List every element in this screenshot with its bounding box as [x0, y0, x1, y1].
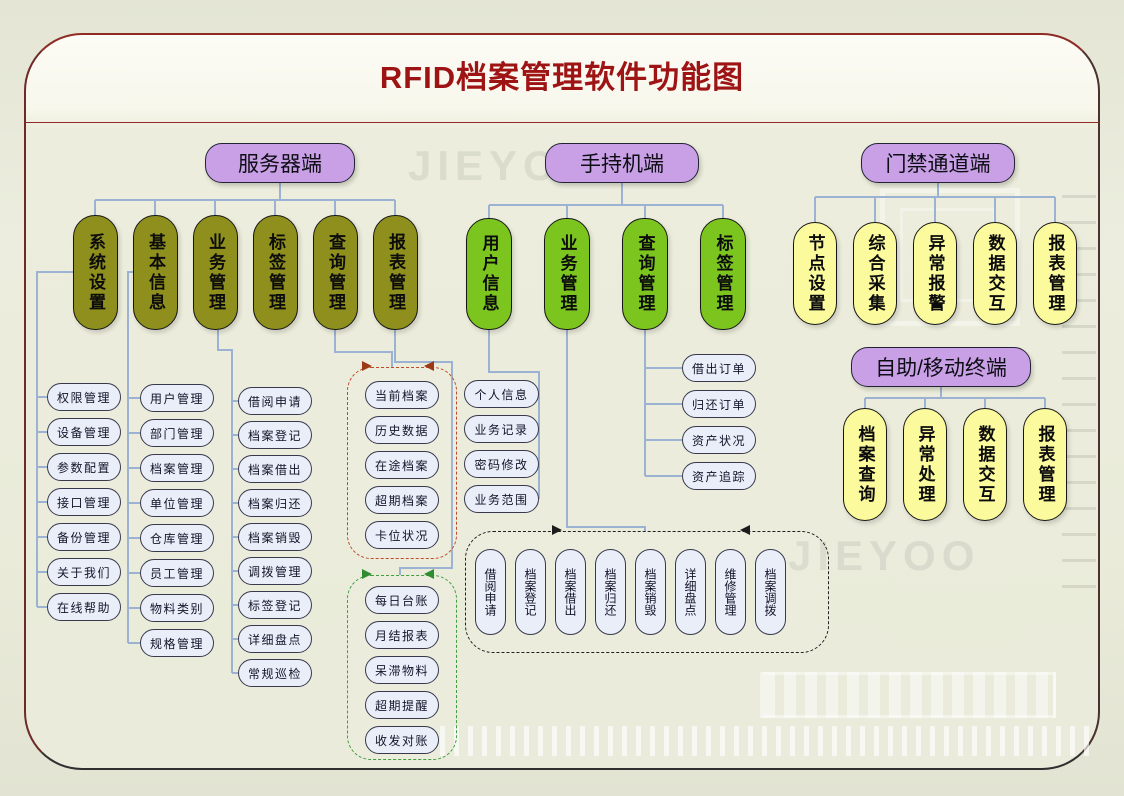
- leaf-node: 资产追踪: [682, 462, 756, 490]
- gate-head: 门禁通道端: [861, 143, 1015, 183]
- leaf-node: 资产状况: [682, 426, 756, 454]
- leaf-node: 历史数据: [365, 416, 439, 444]
- module-pill: 异常处理: [903, 408, 947, 521]
- leaf-node: 收发对账: [365, 726, 439, 754]
- leaf-node: 每日台账: [365, 586, 439, 614]
- module-pill: 业务管理: [544, 218, 590, 330]
- arrow-left-icon: [740, 525, 750, 535]
- module-pill: 用户信息: [466, 218, 512, 330]
- module-pill: 业务管理: [193, 215, 238, 330]
- server-modules: 系统设置 基本信息 业务管理 标签管理 查询管理 报表管理: [73, 215, 418, 330]
- system-settings-leaves: 权限管理 设备管理 参数配置 接口管理 备份管理 关于我们 在线帮助: [47, 383, 121, 621]
- leaf-node: 密码修改: [464, 450, 539, 478]
- handheld-business-group: 借阅申请 档案登记 档案借出 档案归还 档案销毁 详细盘点 维修管理 档案调拨: [465, 531, 829, 653]
- leaf-node: 详细盘点: [675, 549, 706, 635]
- leaf-node: 业务范围: [464, 485, 539, 513]
- leaf-node: 借阅申请: [475, 549, 506, 635]
- module-pill: 系统设置: [73, 215, 118, 330]
- module-pill: 数据交互: [973, 222, 1017, 325]
- leaf-node: 关于我们: [47, 558, 121, 586]
- leaf-node: 档案登记: [515, 549, 546, 635]
- leaf-node: 档案调拨: [755, 549, 786, 635]
- header-divider: [25, 122, 1099, 123]
- leaf-node: 常规巡检: [238, 659, 312, 687]
- leaf-node: 借阅申请: [238, 387, 312, 415]
- leaf-node: 档案归还: [595, 549, 626, 635]
- leaf-node: 业务记录: [464, 415, 539, 443]
- leaf-node: 员工管理: [140, 559, 214, 587]
- leaf-node: 仓库管理: [140, 524, 214, 552]
- leaf-node: 档案借出: [238, 455, 312, 483]
- leaf-node: 备份管理: [47, 523, 121, 551]
- page-title: RFID档案管理软件功能图: [379, 60, 745, 95]
- handheld-head: 手持机端: [545, 143, 699, 183]
- server-query-group: 当前档案 历史数据 在途档案 超期档案 卡位状况: [347, 367, 457, 559]
- leaf-node: 用户管理: [140, 384, 214, 412]
- server-business-leaves: 借阅申请 档案登记 档案借出 档案归还 档案销毁 调拨管理 标签登记 详细盘点 …: [238, 387, 312, 687]
- leaf-node: 权限管理: [47, 383, 121, 411]
- basic-info-leaves: 用户管理 部门管理 档案管理 单位管理 仓库管理 员工管理 物料类别 规格管理: [140, 384, 214, 657]
- leaf-node: 档案销毁: [238, 523, 312, 551]
- module-pill: 异常报警: [913, 222, 957, 325]
- leaf-node: 超期档案: [365, 486, 439, 514]
- leaf-node: 物料类别: [140, 594, 214, 622]
- leaf-node: 档案借出: [555, 549, 586, 635]
- module-pill: 数据交互: [963, 408, 1007, 521]
- leaf-node: 部门管理: [140, 419, 214, 447]
- leaf-node: 调拨管理: [238, 557, 312, 585]
- handheld-query-leaves: 借出订单 归还订单 资产状况 资产追踪: [682, 354, 756, 490]
- arrow-left-icon: [424, 361, 434, 371]
- leaf-node: 档案销毁: [635, 549, 666, 635]
- module-pill: 档案查询: [843, 408, 887, 521]
- module-pill: 报表管理: [1033, 222, 1077, 325]
- leaf-node: 档案管理: [140, 454, 214, 482]
- edge-connector-decoration: [440, 726, 1090, 756]
- leaf-node: 规格管理: [140, 629, 214, 657]
- leaf-node: 超期提醒: [365, 691, 439, 719]
- leaf-node: 当前档案: [365, 381, 439, 409]
- handheld-modules: 用户信息 业务管理 查询管理 标签管理: [466, 218, 746, 330]
- arrow-right-icon: [362, 569, 372, 579]
- leaf-node: 接口管理: [47, 488, 121, 516]
- module-pill: 节点设置: [793, 222, 837, 325]
- module-pill: 报表管理: [1023, 408, 1067, 521]
- leaf-node: 设备管理: [47, 418, 121, 446]
- leaf-node: 详细盘点: [238, 625, 312, 653]
- leaf-node: 档案登记: [238, 421, 312, 449]
- leaf-node: 维修管理: [715, 549, 746, 635]
- leaf-node: 参数配置: [47, 453, 121, 481]
- leaf-node: 呆滞物料: [365, 656, 439, 684]
- leaf-node: 档案归还: [238, 489, 312, 517]
- leaf-node: 归还订单: [682, 390, 756, 418]
- gate-modules: 节点设置 综合采集 异常报警 数据交互 报表管理: [793, 222, 1077, 325]
- leaf-node: 在途档案: [365, 451, 439, 479]
- arrow-right-icon: [362, 361, 372, 371]
- leaf-node: 月结报表: [365, 621, 439, 649]
- module-pill: 标签管理: [700, 218, 746, 330]
- module-pill: 综合采集: [853, 222, 897, 325]
- module-pill: 标签管理: [253, 215, 298, 330]
- module-pill: 查询管理: [313, 215, 358, 330]
- leaf-node: 个人信息: [464, 380, 539, 408]
- leaf-node: 借出订单: [682, 354, 756, 382]
- mobile-head: 自助/移动终端: [851, 347, 1031, 387]
- leaf-node: 单位管理: [140, 489, 214, 517]
- leaf-node: 标签登记: [238, 591, 312, 619]
- arrow-left-icon: [424, 569, 434, 579]
- module-pill: 查询管理: [622, 218, 668, 330]
- arrow-right-icon: [552, 525, 562, 535]
- leaf-node: 在线帮助: [47, 593, 121, 621]
- leaf-node: 卡位状况: [365, 521, 439, 549]
- server-report-group: 每日台账 月结报表 呆滞物料 超期提醒 收发对账: [347, 575, 457, 760]
- mobile-modules: 档案查询 异常处理 数据交互 报表管理: [843, 408, 1067, 521]
- server-head: 服务器端: [205, 143, 355, 183]
- user-info-leaves: 个人信息 业务记录 密码修改 业务范围: [464, 380, 539, 513]
- module-pill: 报表管理: [373, 215, 418, 330]
- module-pill: 基本信息: [133, 215, 178, 330]
